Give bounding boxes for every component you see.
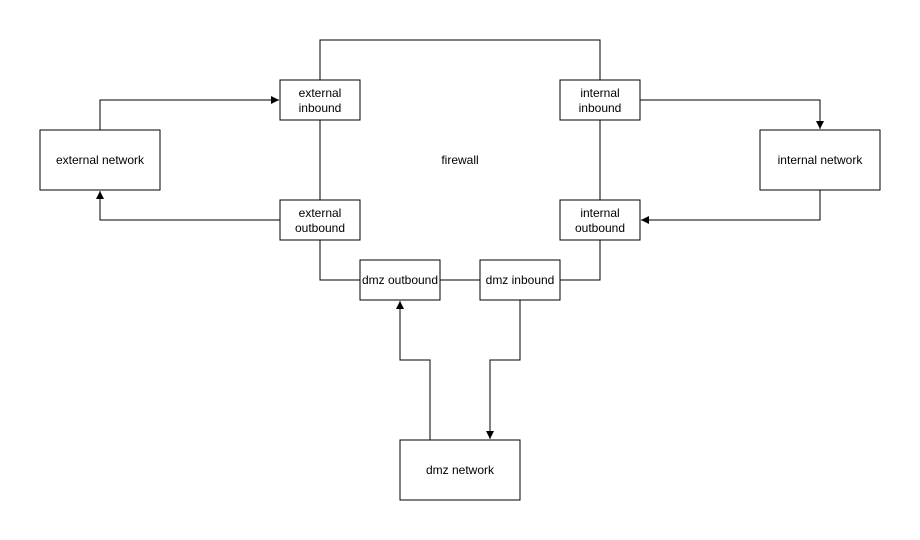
external-inbound-label-line2: inbound — [299, 101, 342, 115]
firewall-boundary-bottom-left — [319, 240, 360, 281]
firewall-label: firewall — [441, 153, 478, 167]
internal-inbound-label-line2: inbound — [579, 101, 622, 115]
arrow-dmz-network-to-dmz-outbound — [396, 301, 431, 440]
external-outbound-node: external outbound — [279, 199, 361, 241]
dmz-inbound-node: dmz inbound — [479, 259, 561, 301]
arrow-external-network-to-external-inbound — [99, 96, 279, 130]
dmz-outbound-label: dmz outbound — [362, 273, 438, 287]
internal-outbound-node: internal outbound — [559, 199, 641, 241]
external-inbound-label-line1: external — [299, 86, 342, 100]
internal-inbound-label-line1: internal — [580, 86, 619, 100]
dmz-outbound-node: dmz outbound — [359, 259, 441, 301]
arrow-external-outbound-to-external-network — [96, 191, 280, 221]
internal-network-label: internal network — [778, 153, 864, 167]
internal-outbound-label-line1: internal — [580, 206, 619, 220]
external-inbound-node: external inbound — [279, 79, 361, 121]
external-network-label: external network — [56, 153, 145, 167]
external-outbound-label-line1: external — [299, 206, 342, 220]
arrow-internal-inbound-to-internal-network — [640, 99, 824, 129]
internal-outbound-label-line2: outbound — [575, 221, 625, 235]
dmz-inbound-label: dmz inbound — [486, 273, 555, 287]
arrow-internal-network-to-internal-outbound — [641, 190, 821, 224]
internal-network-node: internal network — [759, 129, 881, 191]
external-network-node: external network — [39, 129, 161, 191]
dmz-network-node: dmz network — [399, 439, 521, 501]
firewall-boundary-top — [319, 39, 601, 80]
external-outbound-label-line2: outbound — [295, 221, 345, 235]
internal-inbound-node: internal inbound — [559, 79, 641, 121]
arrow-dmz-inbound-to-dmz-network — [486, 300, 521, 439]
dmz-network-label: dmz network — [426, 463, 495, 477]
firewall-boundary-bottom-right — [560, 240, 601, 281]
